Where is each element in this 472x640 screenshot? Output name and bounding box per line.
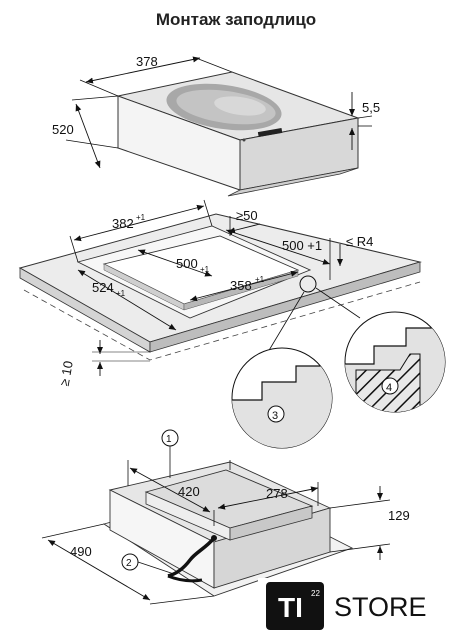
hob-dimensions xyxy=(65,56,373,169)
cutout-inner-width: 358 xyxy=(230,278,252,293)
logo-store: STORE xyxy=(334,592,427,622)
ti-store-logo: TI 22 STORE xyxy=(258,578,466,634)
callout-1-circle xyxy=(161,429,179,447)
cutout-rebate-depth-tol: +1 xyxy=(116,289,126,298)
callout-3-label: 3 xyxy=(272,410,278,422)
callout-1-label: 1 xyxy=(166,434,172,445)
callout-2-circle xyxy=(121,553,139,571)
cutout-inner-depth: 500 xyxy=(176,256,198,271)
hob-width-label: 378 xyxy=(136,54,158,69)
cutout-min-edge: ≥50 xyxy=(236,208,258,223)
cutout-rebate-depth: 524 xyxy=(92,280,114,295)
box-drawing xyxy=(102,461,354,597)
hob-drawing xyxy=(116,71,360,197)
logo-sup: 22 xyxy=(311,589,320,598)
min-worktop-label: ≥ 10 xyxy=(57,360,76,387)
logo-ti: TI xyxy=(278,592,303,623)
box-dimensions xyxy=(41,446,391,605)
box-top-depth-label: 420 xyxy=(178,484,200,499)
cutout-outer-width: 382 xyxy=(112,216,134,231)
cutout-outer-width-tol: +1 xyxy=(136,213,146,222)
cutout-radius: ≤ R4 xyxy=(346,234,373,249)
callout-4-label: 4 xyxy=(386,382,392,394)
box-depth-label: 490 xyxy=(70,544,92,559)
box-top-width-label: 278 xyxy=(266,486,288,501)
cutout-inner-width-tol: +1 xyxy=(255,275,265,284)
box-height-label: 129 xyxy=(388,508,410,523)
hob-depth-label: 520 xyxy=(52,122,74,137)
detail-circle-3 xyxy=(231,347,333,449)
callout-2-label: 2 xyxy=(126,558,132,569)
diagram-title: Монтаж заподлицо xyxy=(155,10,317,29)
cutout-dimensions xyxy=(69,199,361,376)
cutout-outer-depth: 500 +1 xyxy=(282,238,322,253)
detail-circle-4 xyxy=(344,311,446,413)
cutout-inner-depth-tol: +1 xyxy=(200,265,210,274)
hob-thickness-label: 5,5 xyxy=(362,100,380,115)
